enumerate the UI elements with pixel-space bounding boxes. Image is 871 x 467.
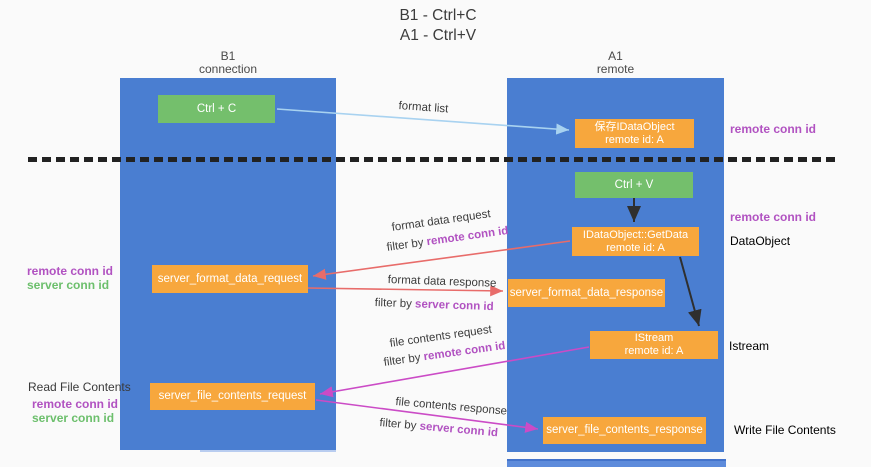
filter-by-text: filter by	[378, 417, 421, 433]
server-file-contents-request-label: server_file_contents_request	[158, 390, 307, 402]
read-file-contents-group: Read File Contents remote conn id server…	[28, 380, 131, 425]
server-format-data-response-box: server_format_data_response	[508, 279, 665, 307]
server-conn-id-key: server conn id	[414, 298, 494, 314]
istream-box: IStream remote id: A	[590, 331, 718, 359]
getdata-line2: remote id: A	[606, 241, 665, 254]
ctrl-c-box: Ctrl + C	[158, 95, 275, 123]
right-column-header: A1 remote	[507, 50, 724, 76]
left-column-name: B1	[220, 49, 236, 63]
server-file-contents-response-label: server_file_contents_response	[546, 424, 703, 436]
format-data-response-filter-label: filter by server conn id	[375, 297, 494, 313]
dataobject-label: DataObject	[730, 234, 791, 248]
ctrl-v-label: Ctrl + V	[614, 178, 654, 191]
istream-line2: remote id: A	[624, 345, 684, 357]
server-conn-id-key: server conn id	[419, 420, 499, 440]
remote-conn-id-label: remote conn id	[730, 122, 817, 136]
file-contents-response-label: file contents response	[394, 396, 508, 418]
save-dataobject-line2: remote id: A	[605, 133, 664, 146]
left-format-conn-ids: remote conn id server conn id	[27, 264, 113, 292]
save-dataobject-line1: 保存IDataObject	[594, 120, 675, 133]
format-list-label: format list	[398, 100, 449, 116]
ctrl-c-label: Ctrl + C	[196, 102, 237, 115]
server-file-contents-request-box: server_file_contents_request	[150, 383, 315, 410]
server-format-data-request-label: server_format_data_request	[157, 272, 303, 285]
filter-by-text: filter by	[386, 236, 428, 254]
right-column-name: A1	[608, 49, 623, 63]
title-line-1: B1 - Ctrl+C	[399, 7, 477, 24]
server-conn-id-label: server conn id	[27, 278, 110, 292]
left-column-bottom-edge	[200, 450, 336, 452]
title-line-2: A1 - Ctrl+V	[399, 27, 477, 44]
diagram-title: B1 - Ctrl+C A1 - Ctrl+V	[318, 6, 558, 46]
filter-by-text: filter by	[374, 297, 416, 311]
format-data-response-label: format data response	[387, 274, 497, 290]
left-column-role: connection	[198, 62, 258, 76]
file-contents-response-filter-label: filter by server conn id	[379, 417, 498, 439]
left-column-header: B1 connection	[120, 50, 336, 76]
remote-conn-id-label: remote conn id	[730, 210, 817, 224]
server-format-data-response-label: server_format_data_response	[509, 286, 664, 299]
right-column-role: remote	[596, 62, 635, 76]
istream-side-label: Istream	[729, 339, 770, 353]
ctrl-v-box: Ctrl + V	[575, 172, 693, 198]
server-format-data-request-box: server_format_data_request	[152, 265, 308, 293]
getdata-line1: IDataObject::GetData	[582, 228, 689, 241]
write-file-contents-label: Write File Contents	[734, 423, 836, 437]
bottom-partial-element	[507, 459, 726, 467]
remote-conn-id-label: remote conn id	[32, 397, 119, 411]
istream-line1: IStream	[634, 332, 674, 344]
server-file-contents-response-box: server_file_contents_response	[543, 417, 706, 444]
server-conn-id-label: server conn id	[32, 411, 115, 425]
section-divider-dashed-line	[28, 157, 838, 162]
remote-conn-id-label: remote conn id	[27, 264, 114, 278]
getdata-box: IDataObject::GetData remote id: A	[572, 227, 699, 256]
read-file-contents-label: Read File Contents	[28, 380, 131, 394]
save-dataobject-box: 保存IDataObject remote id: A	[575, 119, 694, 148]
remote-conn-id-key: remote conn id	[425, 224, 510, 249]
filter-by-text: filter by	[383, 351, 425, 369]
